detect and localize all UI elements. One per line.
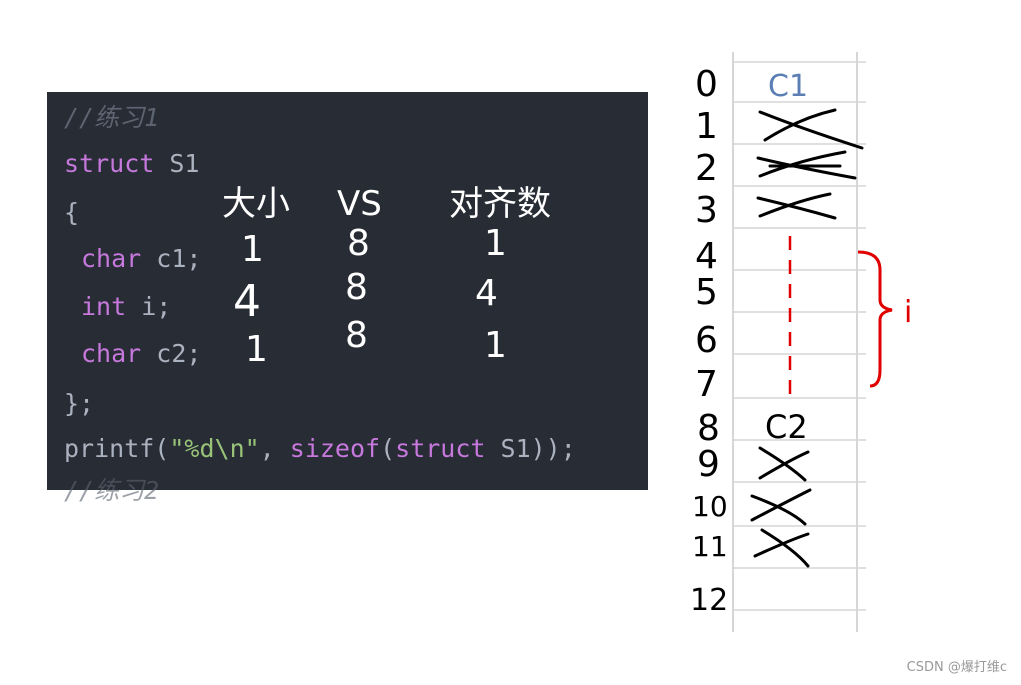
offset-label: 1	[695, 106, 718, 147]
type-char: char	[81, 244, 142, 273]
offset-label: 9	[697, 444, 720, 485]
member-c1-label: C1	[768, 69, 808, 104]
printf-separator: ,	[259, 434, 290, 463]
padding-x-icon	[758, 108, 864, 150]
offset-label: 6	[695, 320, 718, 361]
offset-label: 3	[695, 190, 718, 231]
padding-x-icon	[753, 528, 810, 568]
code-comment-top: //练习1	[64, 103, 160, 132]
code-open-brace: {	[64, 198, 80, 227]
annotation-align-c1: 1	[484, 223, 507, 264]
offset-label: 2	[695, 148, 718, 189]
member-name: i;	[126, 292, 172, 321]
annotation-header-vs: VS	[337, 184, 382, 224]
offset-labels: 0 1 2 3 4 5 6 7 8 9 10 11 12	[690, 64, 728, 618]
code-member-c1: char c1;	[64, 244, 201, 274]
annotation-vs-c2: 8	[345, 315, 368, 356]
offset-label: 7	[695, 364, 718, 405]
sizeof-call: sizeof	[289, 434, 381, 463]
type-int: int	[81, 292, 127, 321]
code-line-struct: struct S1	[64, 149, 199, 179]
padding-x-icon	[756, 192, 837, 220]
member-name: c2;	[141, 339, 202, 368]
padding-x-icon	[758, 446, 810, 482]
sizeof-struct-keyword: struct	[395, 434, 486, 463]
annotation-vs-c1: 8	[347, 223, 370, 264]
offset-label: 12	[690, 583, 728, 618]
padding-x-icon	[750, 488, 812, 526]
memory-cell-dividers	[733, 61, 866, 611]
annotation-size-i: 4	[233, 276, 261, 327]
printf-call: printf(	[64, 434, 170, 463]
code-printf-line: printf("%d\n", sizeof(struct S1));	[64, 434, 576, 464]
member-i-label: i	[904, 295, 912, 330]
sizeof-rest: S1));	[485, 434, 576, 463]
offset-label: 10	[692, 490, 728, 523]
struct-keyword: struct	[64, 149, 155, 178]
annotation-size-c2: 1	[245, 329, 268, 370]
offset-label: 0	[695, 64, 718, 105]
annotation-align-i: 4	[475, 273, 498, 314]
type-char: char	[81, 339, 142, 368]
offset-label: 8	[697, 408, 720, 449]
padding-marks	[750, 108, 864, 568]
offset-label: 11	[692, 530, 728, 563]
code-comment-bottom: //练习2	[64, 476, 160, 505]
padding-x-icon	[756, 150, 857, 180]
annotation-align-c2: 1	[484, 325, 507, 366]
code-screenshot: //练习1 struct S1 { char c1; int i; char c…	[47, 92, 648, 505]
annotation-header-align: 对齐数	[449, 184, 551, 224]
member-i-brace	[857, 250, 893, 388]
sizeof-paren: (	[380, 434, 396, 463]
format-string: "%d\n"	[169, 434, 260, 463]
watermark: CSDN @爆打维c	[906, 660, 1007, 675]
annotation-header-size: 大小	[222, 184, 290, 224]
member-name: c1;	[141, 244, 202, 273]
offset-label: 5	[695, 272, 718, 313]
annotation-vs-i: 8	[345, 267, 368, 308]
code-member-i: int i;	[64, 292, 171, 322]
struct-name: S1	[154, 149, 200, 178]
code-member-c2: char c2;	[64, 339, 201, 369]
annotation-size-c1: 1	[241, 229, 264, 270]
offset-label: 4	[695, 236, 718, 277]
code-close-brace: };	[64, 389, 95, 418]
member-c2-label: C2	[765, 408, 808, 446]
